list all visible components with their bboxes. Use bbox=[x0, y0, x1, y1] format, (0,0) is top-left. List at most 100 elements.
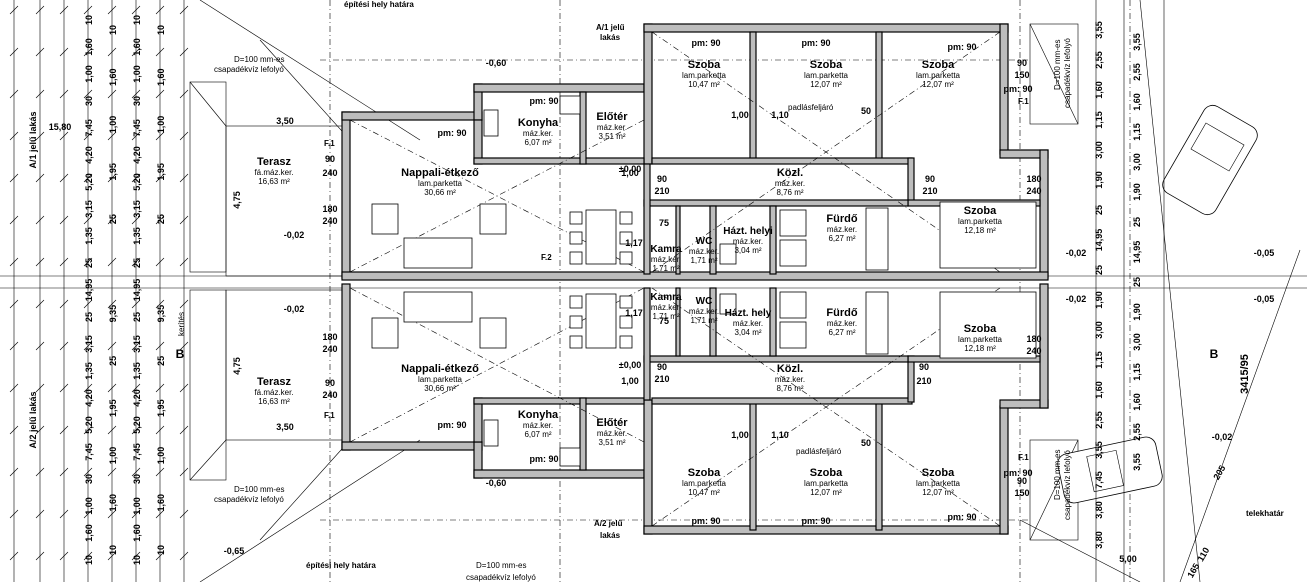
svg-text:-0,65: -0,65 bbox=[224, 546, 245, 556]
tick-2-2 bbox=[59, 89, 69, 99]
dim-240-a: 240 bbox=[322, 168, 337, 178]
tick-2-7 bbox=[59, 299, 69, 309]
tick-0-11 bbox=[9, 467, 19, 477]
bottom-room-mat-4: lam.parketta bbox=[682, 479, 727, 488]
top-room-area-6: 12,07 m² bbox=[922, 80, 954, 89]
tick-6-4 bbox=[155, 173, 165, 183]
tick-5-6 bbox=[131, 257, 141, 267]
lot-boundary: telekhatár bbox=[1246, 509, 1284, 518]
left-col1-dim-15: 5,20 bbox=[84, 416, 94, 434]
bottom-room-name-2: Konyha bbox=[518, 409, 559, 421]
drain-top-left-1: D=100 mm-es bbox=[234, 55, 284, 64]
dim-240-b: 240 bbox=[322, 216, 337, 226]
tick-6-13 bbox=[155, 551, 165, 561]
left-col2-dim-3: 1,95 bbox=[108, 163, 118, 181]
top-room-area-4: 10,47 m² bbox=[688, 80, 720, 89]
right-dim-a-2: 1,60 bbox=[1094, 81, 1104, 99]
tick-7-5 bbox=[179, 215, 189, 225]
left-col2-dim-7: 25 bbox=[108, 356, 118, 366]
left-col4-dim-11: 10 bbox=[156, 545, 166, 555]
tick-1-5 bbox=[35, 215, 45, 225]
tick-0-0 bbox=[9, 5, 19, 15]
tick-7-11 bbox=[179, 467, 189, 477]
svg-text:pm: 90: pm: 90 bbox=[801, 38, 830, 48]
tick-6-6 bbox=[155, 257, 165, 267]
bottom-room-area-8: 12,18 m² bbox=[964, 344, 996, 353]
dim-50-b: 50 bbox=[861, 438, 871, 448]
bottom-room-name-3: Előtér bbox=[596, 417, 628, 429]
bottom-room-mat-6: lam.parketta bbox=[916, 479, 961, 488]
left-col3-dim-11: 25 bbox=[132, 312, 142, 322]
left-col2-dim-8: 1,95 bbox=[108, 399, 118, 417]
right-dim-b-0: 3,55 bbox=[1132, 33, 1142, 51]
fence-label: kerítés bbox=[177, 312, 186, 336]
dim-100-c: 1,00 bbox=[621, 168, 639, 178]
svg-text:-0,60: -0,60 bbox=[486, 478, 507, 488]
bottom-room-area-9: 6,27 m² bbox=[828, 328, 855, 337]
bottom-room-area-3: 3,51 m² bbox=[598, 438, 625, 447]
dim-110-a: 1,10 bbox=[771, 110, 789, 120]
tick-2-10 bbox=[59, 425, 69, 435]
tick-4-9 bbox=[107, 383, 117, 393]
tick-5-3 bbox=[131, 131, 141, 141]
left-col2-dim-6: 9,35 bbox=[108, 305, 118, 323]
top-room-mat-0: fá.máz.ker. bbox=[254, 168, 293, 177]
top-room-name-1: Nappali-étkező bbox=[401, 167, 479, 179]
right-dim-a-14: 3,55 bbox=[1094, 441, 1104, 459]
bottom-room-mat-1: lam.parketta bbox=[418, 375, 463, 384]
dim-240-c: 240 bbox=[322, 344, 337, 354]
svg-text:-0,02: -0,02 bbox=[1212, 432, 1233, 442]
window-markers: pm: 90 pm: 90 pm: 90 pm: 90 pm: 90 pm: 9… bbox=[437, 38, 1032, 526]
tick-6-2 bbox=[155, 89, 165, 99]
dim-90-b: 90 bbox=[325, 378, 335, 388]
f1-marker: F.1 bbox=[324, 139, 335, 148]
dim-90-f: 90 bbox=[657, 362, 667, 372]
tick-2-0 bbox=[59, 5, 69, 15]
tick-1-9 bbox=[35, 383, 45, 393]
tick-0-7 bbox=[9, 299, 19, 309]
dim-350-bottom: 3,50 bbox=[276, 422, 294, 432]
tick-3-1 bbox=[83, 47, 93, 57]
svg-text:pm: 90: pm: 90 bbox=[1003, 468, 1032, 478]
top-room-area-12: 1,71 m² bbox=[652, 264, 679, 273]
dim-90-c: 90 bbox=[925, 174, 935, 184]
bottom-room-mat-5: lam.parketta bbox=[804, 479, 849, 488]
bottom-room-area-11: 1,71 m² bbox=[690, 316, 717, 325]
top-room-name-9: Fürdő bbox=[826, 213, 857, 225]
left-col4-dim-8: 1,95 bbox=[156, 399, 166, 417]
left-col4-dim-6: 9,35 bbox=[156, 305, 166, 323]
left-col3-dim-5: 4,20 bbox=[132, 146, 142, 164]
furniture-bottom bbox=[371, 291, 1037, 467]
apt-left-top-label: A/1 jelű lakás bbox=[28, 111, 38, 168]
tick-5-1 bbox=[131, 47, 141, 57]
left-col3-dim-1: 1,60 bbox=[132, 38, 142, 56]
left-col1-dim-14: 4,20 bbox=[84, 389, 94, 407]
svg-text:-0,60: -0,60 bbox=[486, 58, 507, 68]
dim-205: 205 bbox=[1211, 463, 1227, 481]
left-col3-dim-3: 30 bbox=[132, 96, 142, 106]
svg-text:±0,00: ±0,00 bbox=[619, 164, 641, 174]
bottom-room-name-8: Szoba bbox=[964, 323, 997, 335]
dim-240-r2: 240 bbox=[1026, 346, 1041, 356]
bottom-room-name-5: Szoba bbox=[810, 467, 843, 479]
bottom-room-name-12: Kamra bbox=[650, 292, 682, 303]
left-col3-dim-15: 5,20 bbox=[132, 416, 142, 434]
bottom-room-mat-7: máz.ker. bbox=[775, 375, 805, 384]
left-col3-dim-6: 5,20 bbox=[132, 173, 142, 191]
top-room-mat-7: máz.ker. bbox=[775, 179, 805, 188]
drain-bottom-right-1: D=100 mm-es bbox=[1053, 450, 1062, 500]
left-col3-dim-10: 14,95 bbox=[132, 279, 142, 302]
dim-100-d: 1,00 bbox=[621, 376, 639, 386]
right-dim-a-9: 1,90 bbox=[1094, 291, 1104, 309]
tick-5-4 bbox=[131, 173, 141, 183]
svg-text:pm: 90: pm: 90 bbox=[947, 512, 976, 522]
apt-bottom-2: lakás bbox=[600, 531, 621, 540]
tick-2-11 bbox=[59, 467, 69, 477]
left-col1-dim-3: 30 bbox=[84, 96, 94, 106]
right-dim-a-11: 1,15 bbox=[1094, 351, 1104, 369]
top-room-mat-1: lam.parketta bbox=[418, 179, 463, 188]
top-room-area-3: 3,51 m² bbox=[598, 132, 625, 141]
tick-3-13 bbox=[83, 551, 93, 561]
